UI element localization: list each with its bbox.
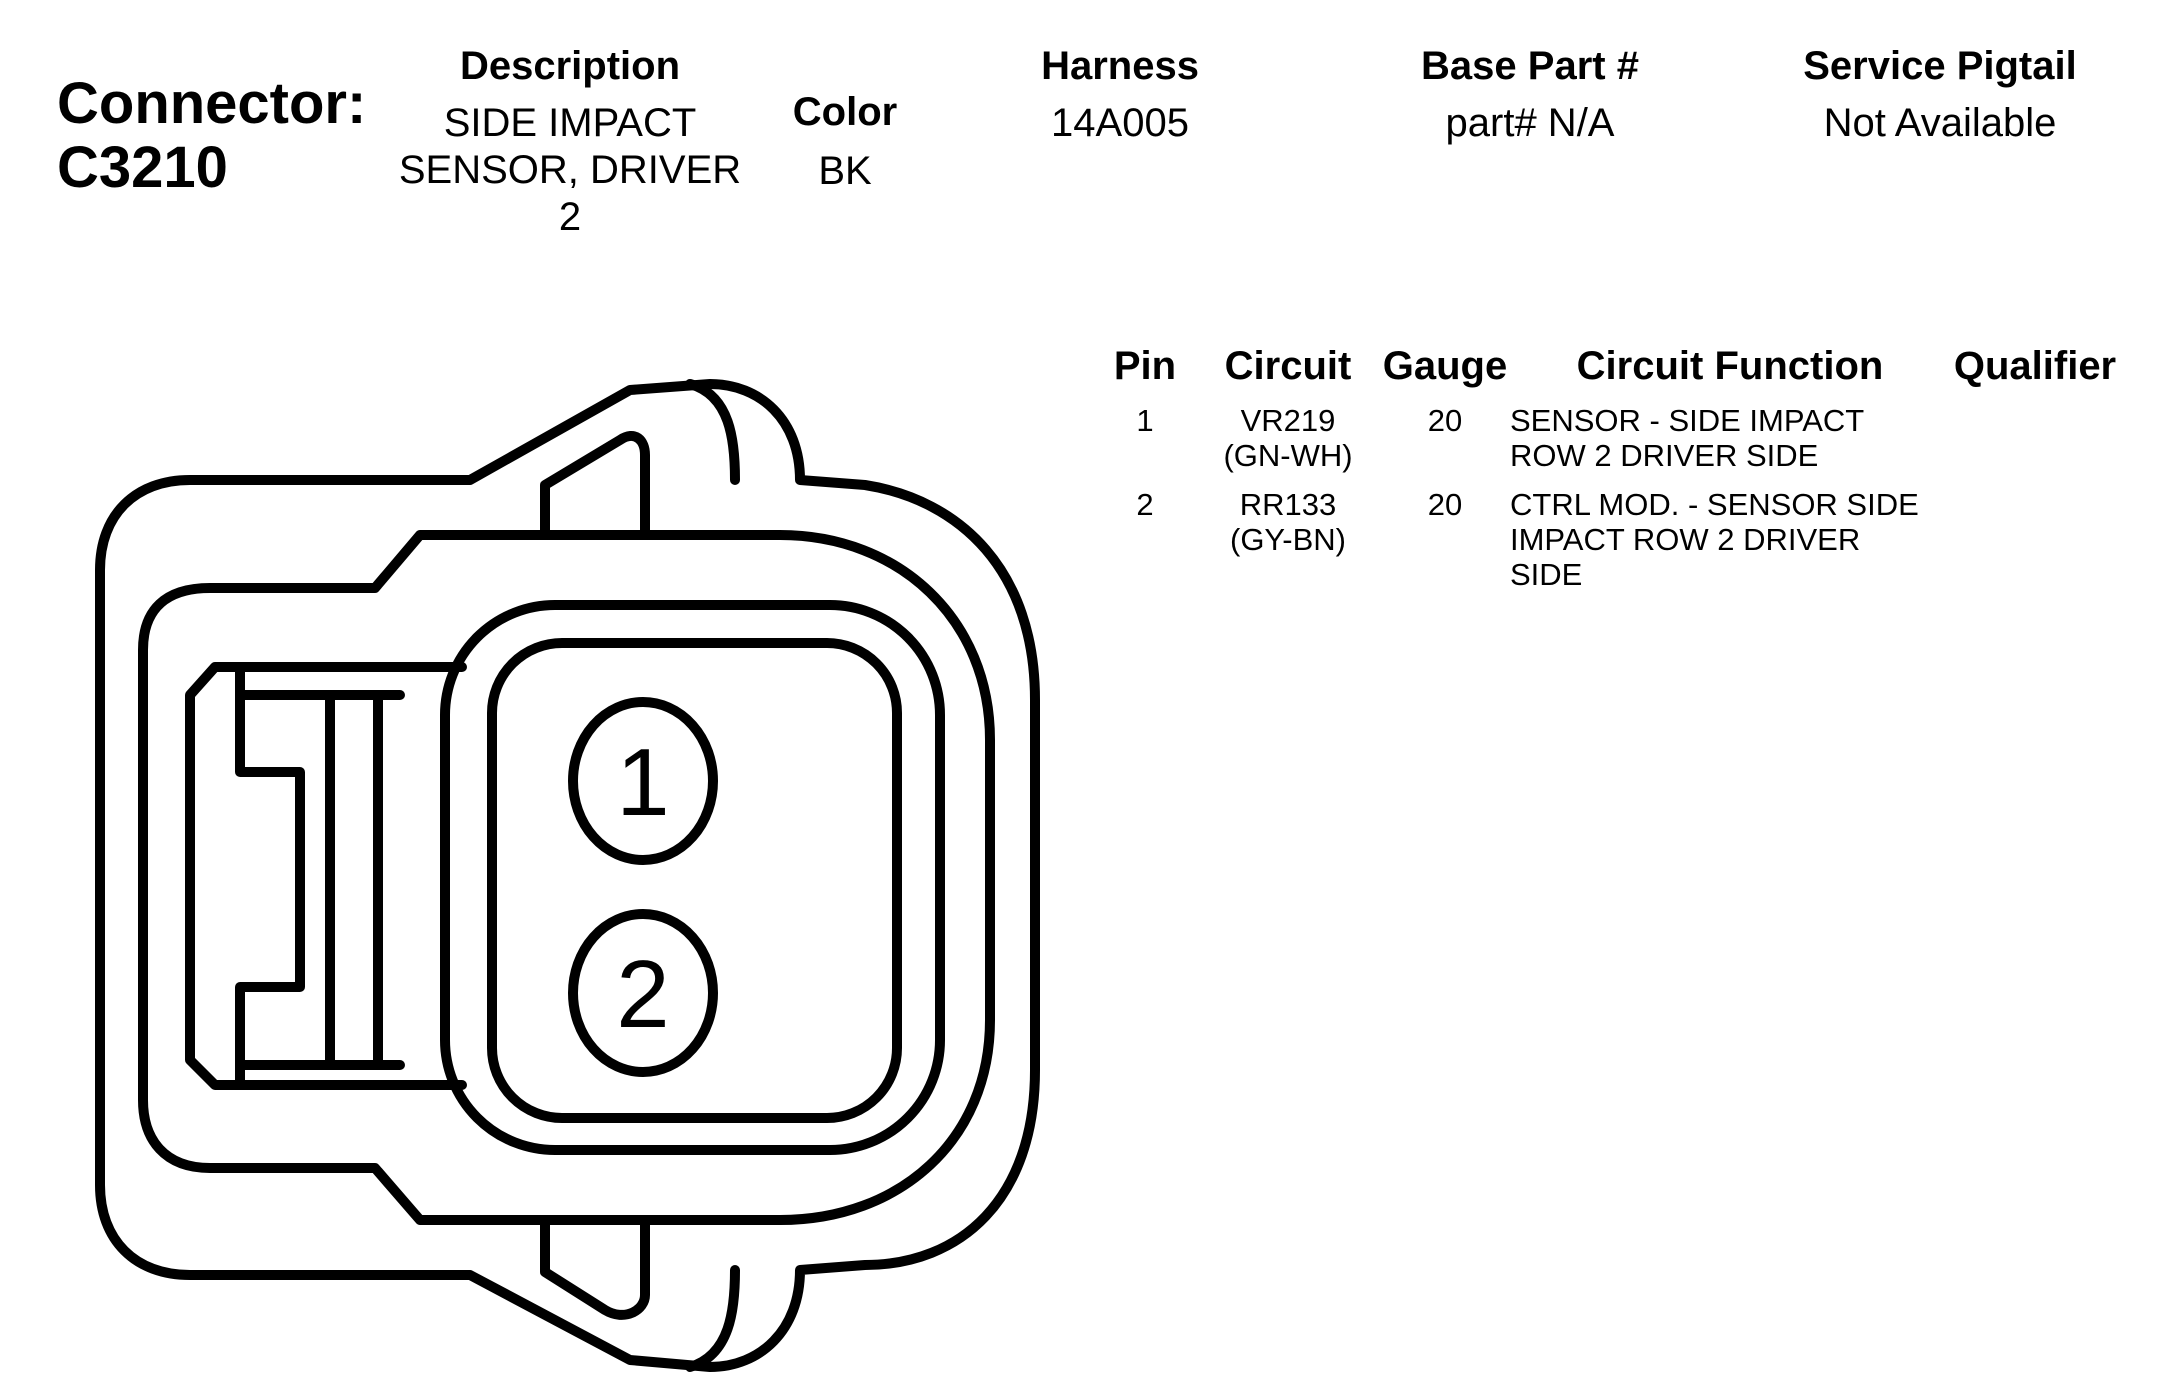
color-value: BK	[818, 149, 872, 193]
receptacle-inner	[487, 638, 902, 1123]
description-line: 2	[558, 195, 582, 239]
base-part-header: Base Part #	[1421, 44, 1639, 88]
harness-value: 14A005	[1051, 101, 1189, 145]
table-cell-pin: 1	[1136, 403, 1154, 438]
connector-label: Connector:	[57, 71, 367, 136]
circuit-color: (GY-BN)	[1230, 522, 1346, 557]
connector-id: C3210	[57, 135, 228, 200]
latch-top	[540, 431, 650, 540]
table-cell-function: CTRL MOD. - SENSOR SIDE IMPACT ROW 2 DRI…	[1510, 487, 1930, 592]
table-header-qualifier: Qualifier	[1953, 344, 2117, 388]
table-cell-circuit: VR219 (GN-WH)	[1198, 403, 1378, 473]
table-header-circuit: Circuit	[1224, 344, 1352, 388]
housing-ridge-outline	[685, 379, 740, 1372]
receptacle-outer	[440, 600, 945, 1155]
service-pigtail-value: Not Available	[1823, 101, 2057, 145]
table-header-gauge: Gauge	[1382, 344, 1508, 388]
function-line: SENSOR - SIDE IMPACT	[1510, 403, 1865, 438]
table-header-function: Circuit Function	[1576, 344, 1884, 388]
pin-label-1: 1	[616, 729, 669, 836]
function-line: IMPACT ROW 2 DRIVER	[1510, 522, 1861, 557]
function-line: SIDE	[1510, 557, 1583, 592]
harness-header: Harness	[1041, 44, 1199, 88]
service-pigtail-header: Service Pigtail	[1803, 44, 2077, 88]
function-line: CTRL MOD. - SENSOR SIDE	[1510, 487, 1919, 522]
pin-cavity-2	[568, 909, 718, 1077]
circuit-color: (GN-WH)	[1223, 438, 1353, 473]
table-header-pin: Pin	[1113, 344, 1177, 388]
pin-cavity-1	[568, 697, 718, 865]
circuit-code: RR133	[1239, 487, 1337, 522]
pin-label-2: 2	[616, 941, 669, 1048]
connector-title: Connector: C3210	[57, 72, 366, 200]
base-part-value: part# N/A	[1445, 101, 1615, 145]
table-cell-gauge: 20	[1427, 403, 1463, 438]
circuit-code: VR219	[1240, 403, 1336, 438]
locking-tab-inner	[235, 662, 405, 1090]
color-header: Color	[792, 90, 898, 134]
description-line: SIDE IMPACT	[443, 101, 697, 145]
table-cell-circuit: RR133 (GY-BN)	[1198, 487, 1378, 557]
description-line: SENSOR, DRIVER	[398, 148, 742, 192]
latch-bottom	[540, 1215, 650, 1320]
housing-outer-outline	[95, 379, 1040, 1372]
table-cell-function: SENSOR - SIDE IMPACT ROW 2 DRIVER SIDE	[1510, 403, 1930, 473]
locking-tab	[185, 662, 467, 1090]
table-cell-pin: 2	[1136, 487, 1154, 522]
housing-inner-outline	[138, 530, 995, 1225]
description-header: Description	[459, 44, 681, 88]
table-cell-gauge: 20	[1427, 487, 1463, 522]
function-line: ROW 2 DRIVER SIDE	[1510, 438, 1819, 473]
description-value: SIDE IMPACT SENSOR, DRIVER 2	[370, 100, 770, 241]
